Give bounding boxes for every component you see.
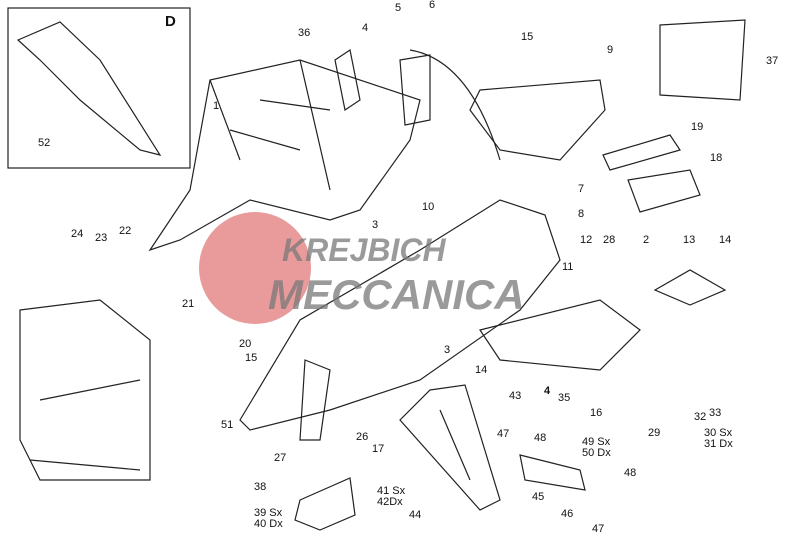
inset-frame [7, 7, 191, 169]
part-label: 17 [372, 443, 385, 455]
part-label: 40 Dx [254, 518, 283, 530]
part-label: 15 [245, 352, 258, 364]
toolkit [659, 19, 746, 101]
watermark-line1: KREJBICH [282, 232, 446, 268]
part-label: 24 [71, 228, 84, 240]
reflector-bracket [653, 269, 727, 306]
part-label: 21 [182, 298, 195, 310]
part-label: 35 [558, 392, 571, 404]
part-label: 36 [298, 27, 311, 39]
part-label: 10 [422, 201, 435, 213]
part-label: 49 Sx [582, 436, 611, 448]
part-label: 42Dx [377, 496, 403, 508]
footpeg [519, 454, 586, 491]
part-label: 39 Sx [254, 507, 283, 519]
part-label: 14 [719, 234, 732, 246]
part-label: 11 [562, 261, 574, 273]
tail-cover-part [16, 21, 162, 156]
part-label: 47 [497, 428, 510, 440]
battery-tray [469, 79, 606, 161]
footpeg-bracket [399, 384, 501, 511]
part-label: 52 [38, 137, 51, 149]
part-label: 47 [592, 523, 605, 535]
part-label: 48 [534, 432, 547, 444]
part-label: 15 [521, 31, 534, 43]
part-label: 20 [239, 338, 252, 350]
part-label: 4 [544, 385, 551, 397]
part-label: 45 [532, 491, 545, 503]
part-label: 27 [274, 452, 287, 464]
seat-lock [334, 49, 431, 126]
part-label: 6 [429, 0, 436, 11]
part-label: 18 [710, 152, 723, 164]
part-label: 32 [694, 411, 707, 423]
part-label: 30 Sx [704, 427, 733, 439]
part-label: 2 [643, 234, 650, 246]
part-label: 7 [578, 183, 585, 195]
watermark-circle [199, 212, 311, 324]
cable [409, 49, 501, 161]
part-label: 4 [362, 22, 369, 34]
part-label: 8 [578, 208, 585, 220]
part-label: 43 [509, 390, 522, 402]
part-label: 16 [590, 407, 603, 419]
part-label: 37 [766, 55, 779, 67]
heel-guard [294, 477, 356, 531]
part-label: 22 [119, 225, 132, 237]
strap [299, 359, 331, 441]
part-label: 9 [607, 44, 614, 56]
part-label: 26 [356, 431, 369, 443]
subframe-braces [209, 59, 331, 191]
part-label: 46 [561, 508, 574, 520]
part-label: 50 Dx [582, 447, 611, 459]
part-label: 23 [95, 232, 108, 244]
part-label: 14 [475, 364, 488, 376]
inset-letter: D [165, 13, 176, 30]
part-label: 3 [372, 219, 379, 231]
part-label: 33 [709, 407, 722, 419]
part-label: 1 [213, 100, 220, 112]
part-label: 51 [221, 419, 234, 431]
part-label: 44 [409, 509, 422, 521]
part-label: 3 [444, 344, 451, 356]
part-label: 48 [624, 467, 637, 479]
rear-fender [239, 199, 561, 431]
part-label: 38 [254, 481, 267, 493]
part-label: 29 [648, 427, 661, 439]
main-frame-section [19, 299, 151, 481]
part-label: 41 Sx [377, 485, 406, 497]
part-label: 13 [683, 234, 696, 246]
part-label: 19 [691, 121, 704, 133]
watermark-line2: MECCANICA [268, 271, 525, 318]
manual [602, 134, 681, 171]
part-label: 12 [580, 234, 593, 246]
pouch [627, 169, 701, 213]
part-label: 28 [603, 234, 616, 246]
part-label: 31 Dx [704, 438, 733, 450]
rear-subframe [148, 59, 421, 252]
license-plate-holder [479, 299, 641, 371]
part-label: 5 [395, 2, 402, 14]
